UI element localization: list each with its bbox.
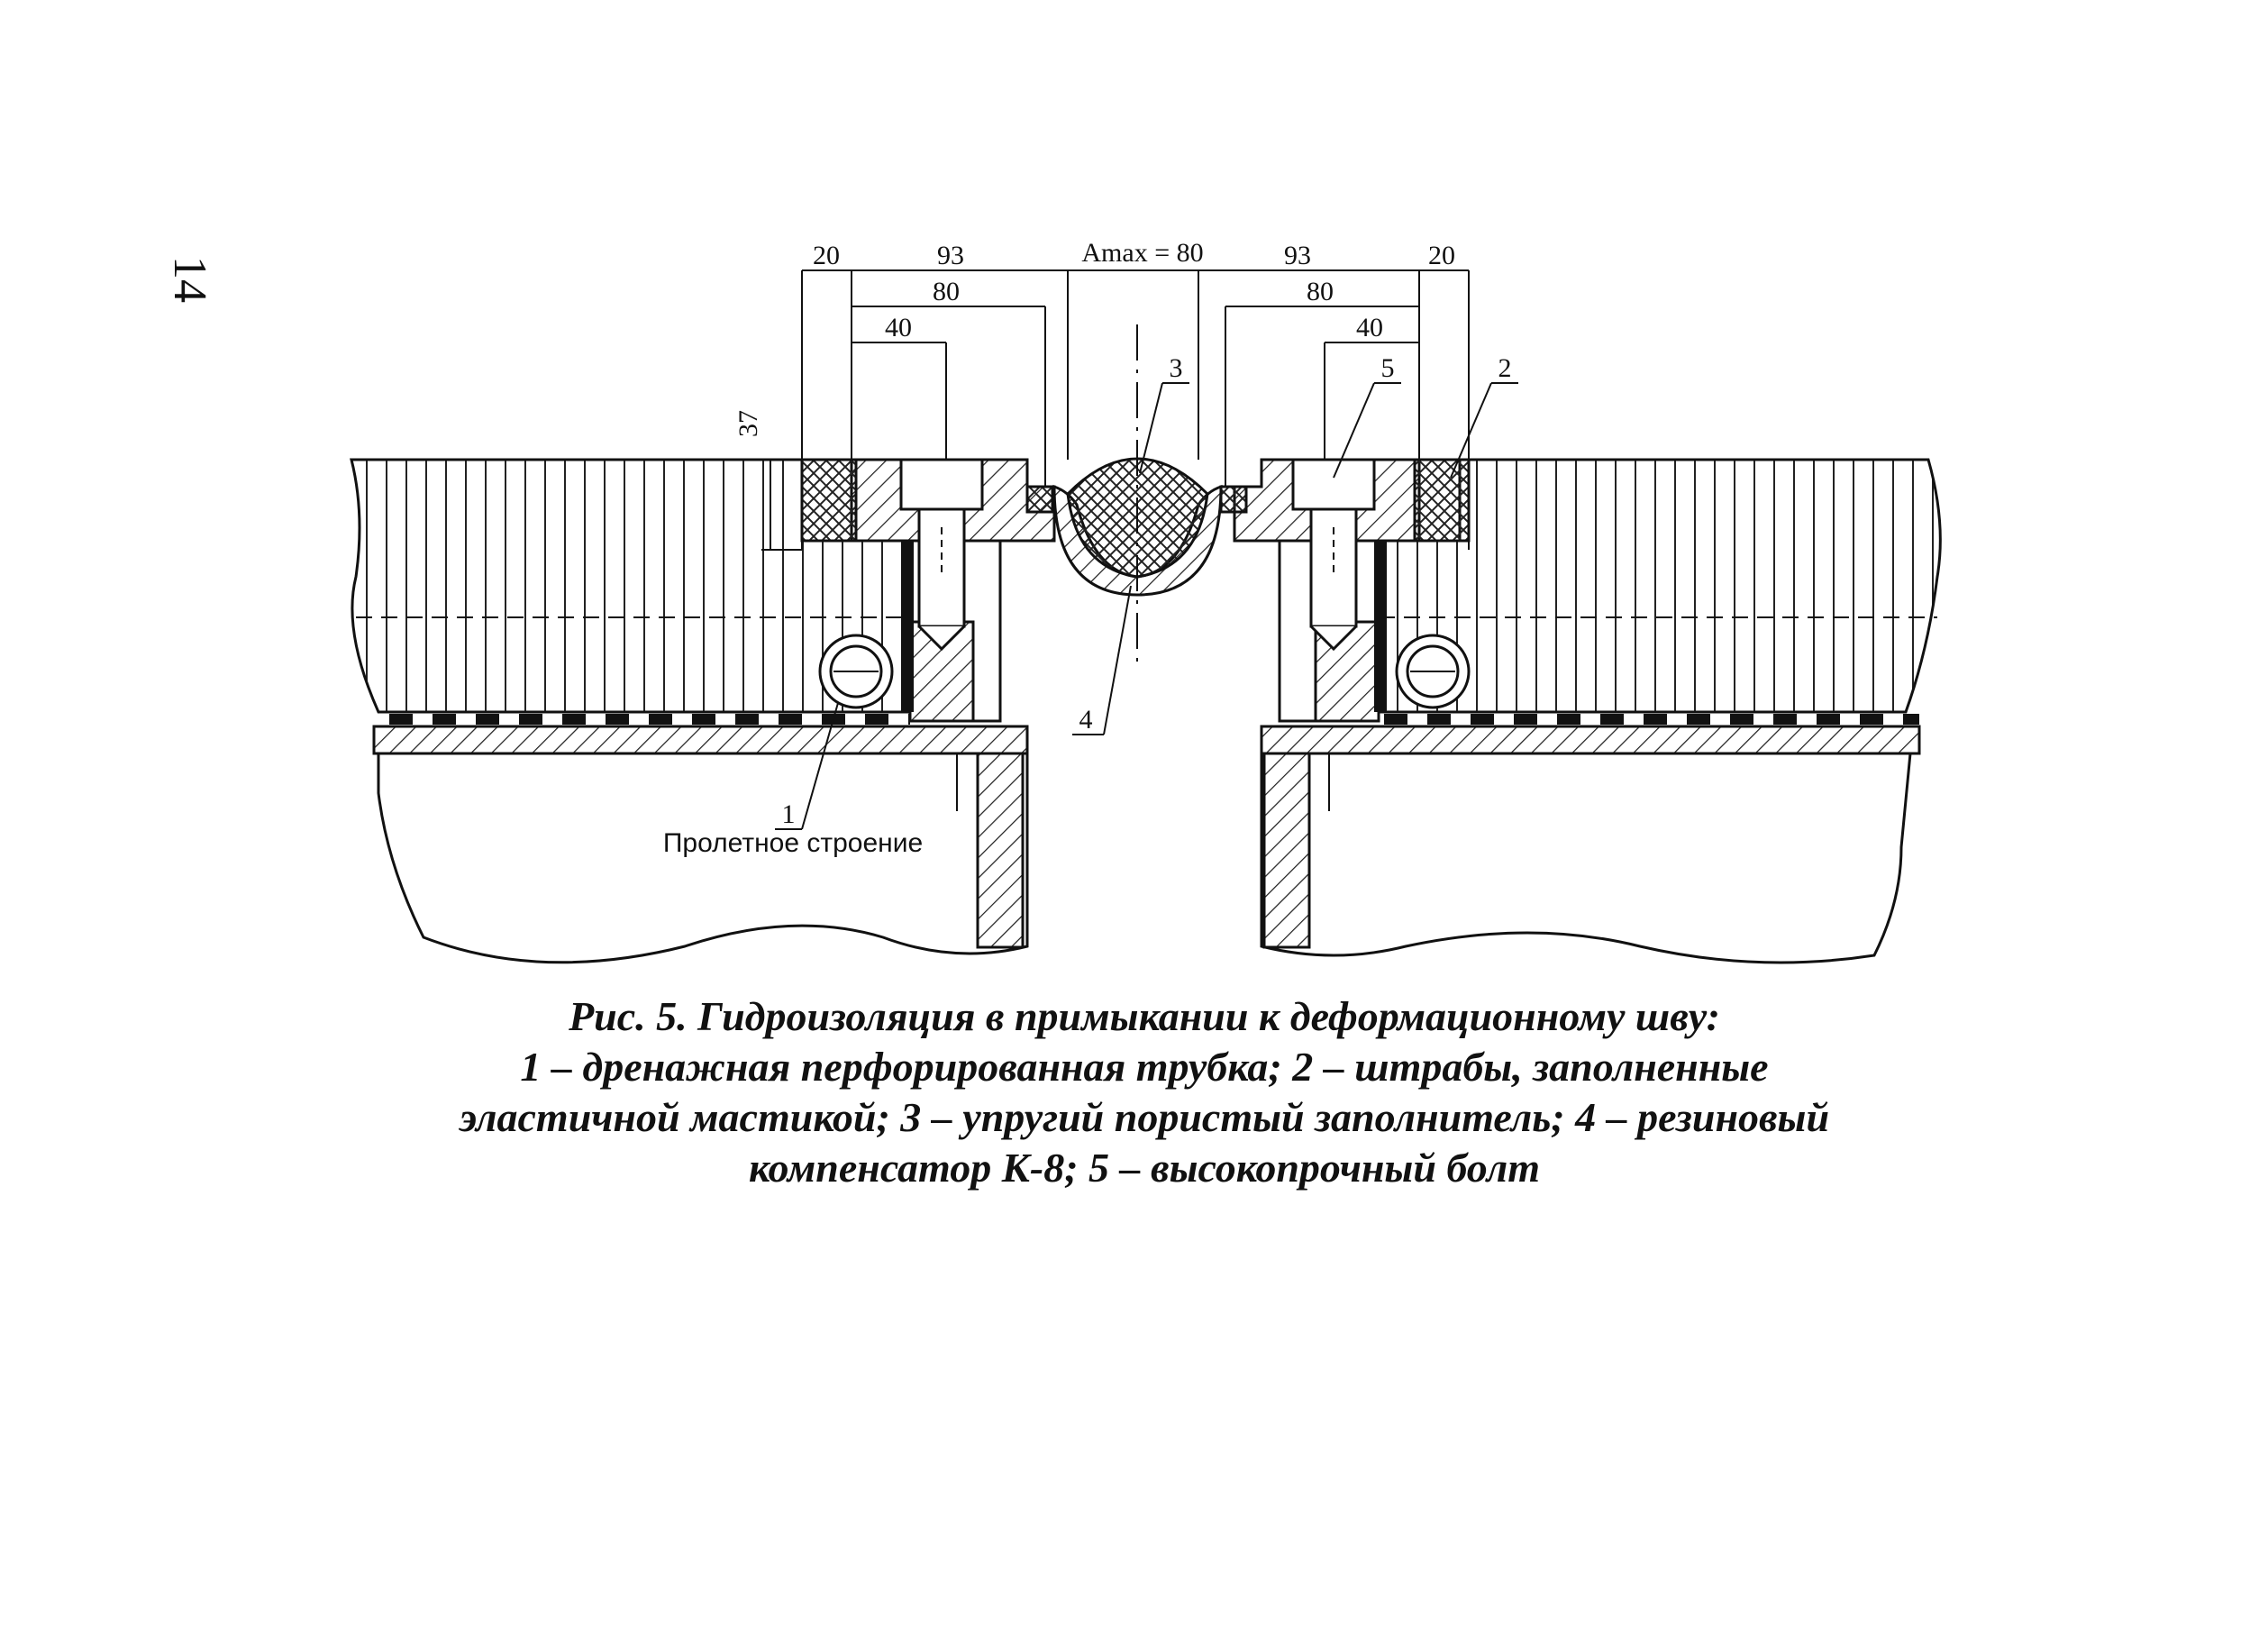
callout-pipe: 1 (782, 799, 796, 829)
left-drain-pipe (818, 634, 894, 709)
dim-right-bolt: 40 (1356, 313, 1383, 342)
callout-grooves: 2 (1498, 353, 1512, 383)
dim-right-plate: 80 (1307, 277, 1334, 306)
right-seal (1219, 485, 1248, 514)
caption-line-1: Рис. 5. Гидроизоляция в примыкании к деф… (569, 993, 1720, 1039)
callout-leaders (775, 382, 1518, 830)
figure-caption: Рис. 5. Гидроизоляция в примыкании к деф… (378, 991, 1910, 1193)
right-drain-pipe (1395, 634, 1471, 709)
right-pavement (1377, 458, 1942, 714)
span-structure-label: Пролетное строение (663, 828, 923, 858)
dim-joint-width: Amax = 80 (1081, 238, 1203, 268)
dimension-lines (761, 269, 1470, 551)
dim-left-edge: 20 (813, 241, 840, 270)
dim-left-plate: 80 (933, 277, 960, 306)
left-span-structure (377, 752, 1029, 964)
caption-line-3: эластичной мастикой; 3 – упругий пористы… (459, 1094, 1830, 1140)
right-span-structure (1260, 752, 1912, 964)
caption-line-2: 1 – дренажная перфорированная трубка; 2 … (520, 1044, 1769, 1090)
left-waterproofing-band (378, 714, 910, 725)
right-bolt (1291, 458, 1376, 652)
dim-left-half: 93 (937, 241, 964, 270)
left-bolt (899, 458, 984, 652)
dim-height: 37 (733, 410, 763, 437)
right-deck-slab (1260, 725, 1921, 755)
callout-compensator: 4 (1079, 705, 1093, 735)
right-waterproofing-band (1379, 714, 1919, 725)
left-deck-slab (372, 725, 1029, 755)
dim-left-bolt: 40 (885, 313, 912, 342)
callout-filler: 3 (1170, 353, 1183, 383)
dim-right-edge: 20 (1428, 241, 1455, 270)
left-seal (1025, 485, 1054, 514)
caption-line-4: компенсатор К-8; 5 – высокопрочный болт (748, 1145, 1541, 1191)
dim-right-half: 93 (1284, 241, 1311, 270)
callout-bolt: 5 (1381, 353, 1395, 383)
